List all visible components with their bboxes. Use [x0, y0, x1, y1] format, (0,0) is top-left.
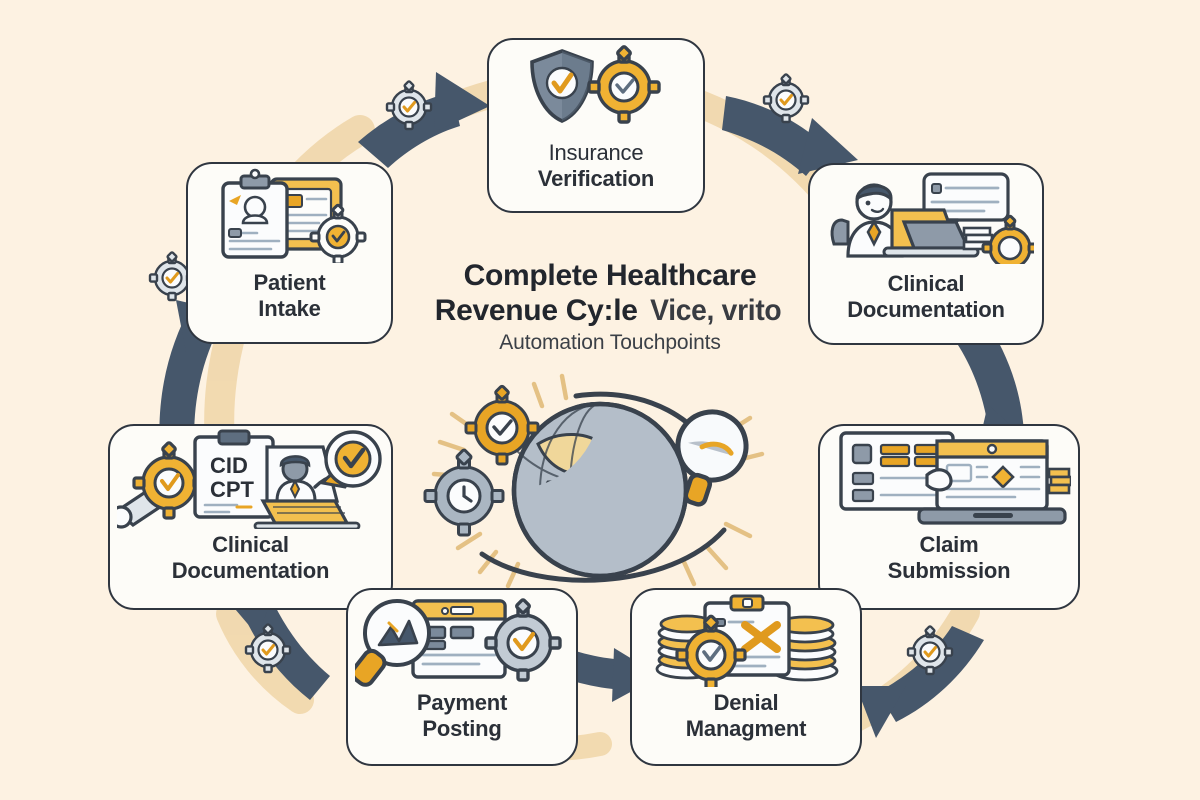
card-denial-management[interactable]: Denial Managment	[630, 588, 862, 766]
title-line-2: Revenue Cy:le Vice, vrito	[400, 293, 820, 328]
arrowhead-top-right	[798, 118, 858, 174]
card-label-line-1: Patient	[253, 270, 326, 295]
title-line-2-garbled: Vice, vrito	[649, 294, 782, 328]
magnifier-document-gear-icon	[348, 590, 576, 688]
card-label: Insurance Verification	[489, 140, 703, 191]
card-label: Denial Managment	[632, 690, 860, 741]
clipboard-patient-form-gear-icon	[188, 164, 391, 264]
card-label-line-1: Clinical	[212, 532, 289, 557]
card-label-line-1: Claim	[919, 532, 979, 557]
magnifier-icon	[675, 409, 749, 507]
card-label: Claim Submission	[820, 532, 1078, 583]
card-label-line-2: Posting	[422, 715, 502, 741]
card-patient-intake[interactable]: Patient Intake	[186, 162, 393, 344]
card-clinical-documentation-left[interactable]: CID CPT	[108, 424, 393, 610]
diagram-title-block: Complete Healthcare Revenue Cy:le Vice, …	[400, 258, 820, 355]
card-label: Clinical Documentation	[810, 271, 1042, 322]
gold-gear-icon	[464, 384, 540, 466]
laptop-claim-form-cursor-icon	[820, 426, 1078, 530]
card-label-line-2: Verification	[537, 165, 655, 191]
title-line-1: Complete Healthcare	[463, 259, 757, 292]
card-label-line-2: Documentation	[847, 296, 1005, 322]
card-label-line-1: Payment	[416, 690, 508, 715]
arrowhead-bottom-right	[856, 686, 906, 738]
card-label-line-2: Managment	[685, 715, 807, 741]
title-line-2-prefix: Revenue Cy:le	[434, 294, 646, 328]
shield-check-gear-icon	[489, 40, 703, 136]
code-text-cpt: CPT	[210, 477, 255, 502]
arrowhead-top-left	[434, 72, 490, 132]
card-label-line-1: Insurance	[548, 140, 644, 165]
title-subtitle: Automation Touchpoints	[499, 330, 721, 354]
doctor-laptop-chat-gear-icon	[810, 165, 1042, 265]
card-payment-posting[interactable]: Payment Posting	[346, 588, 578, 766]
card-insurance-verification[interactable]: Insurance Verification	[487, 38, 705, 213]
card-label-line-2: Documentation	[171, 557, 330, 583]
card-label-line-2: Submission	[887, 557, 1011, 583]
card-label-line-1: Clinical	[887, 271, 965, 296]
card-label: Patient Intake	[188, 270, 391, 321]
code-text-icd: CID	[210, 453, 248, 478]
clipboard-x-coins-gear-icon	[632, 590, 860, 688]
card-label: Payment Posting	[348, 690, 576, 741]
steel-clock-gear-icon	[423, 448, 505, 537]
card-claim-submission[interactable]: Claim Submission	[818, 424, 1080, 610]
card-label: Clinical Documentation	[110, 532, 391, 583]
card-label-line-2: Intake	[258, 295, 321, 321]
icd-cpt-coding-robot-check-icon: CID CPT	[110, 426, 391, 530]
card-clinical-documentation-top[interactable]: Clinical Documentation	[808, 163, 1044, 345]
card-label-line-1: Denial	[713, 690, 779, 715]
